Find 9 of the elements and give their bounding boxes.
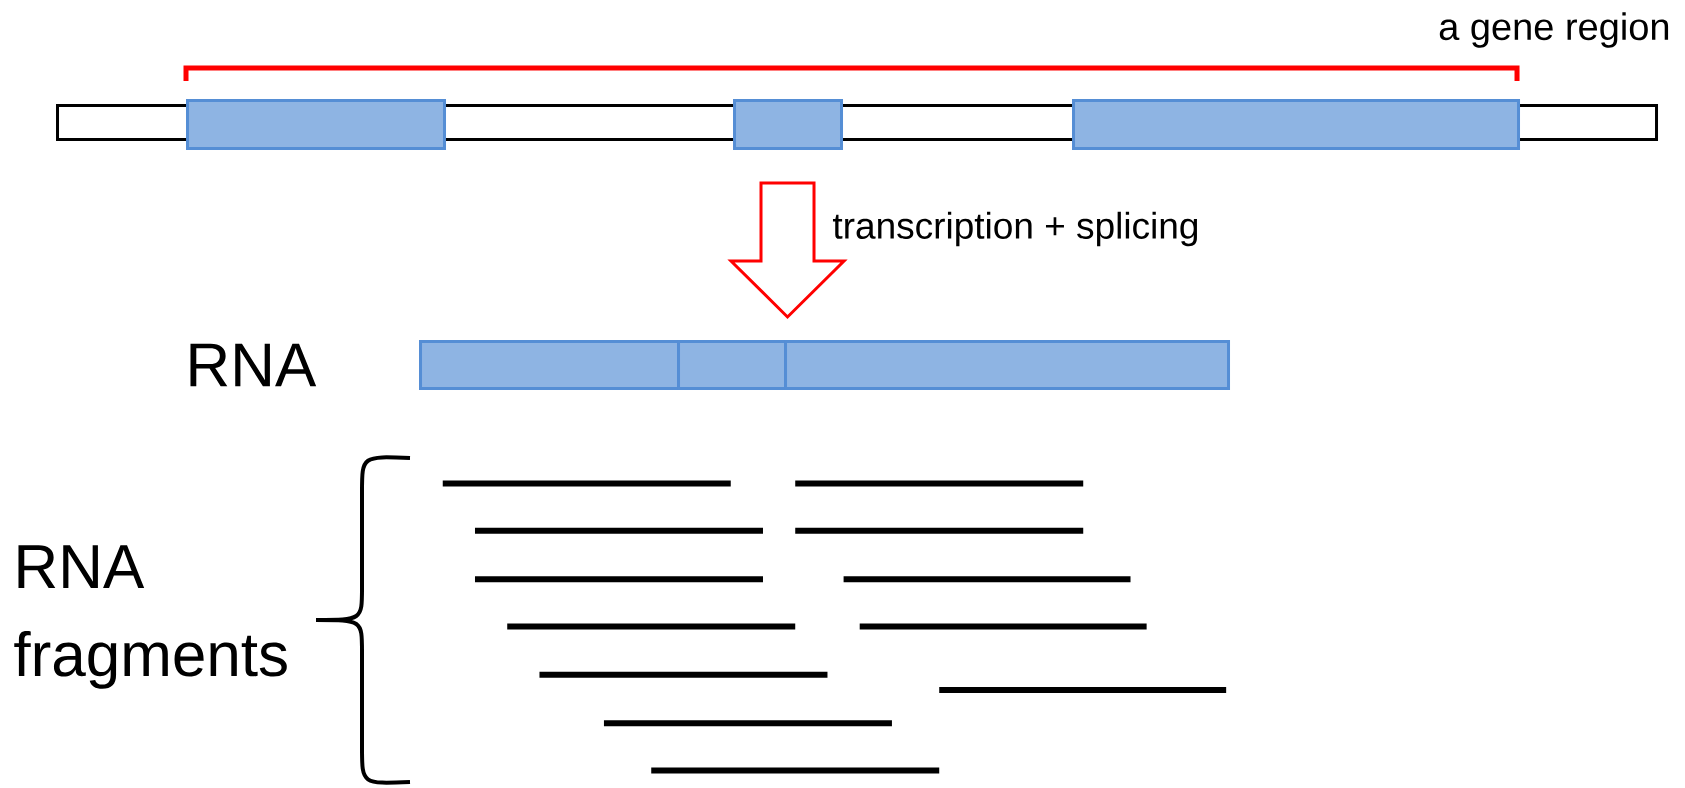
edge-label: transcription + splicing (833, 211, 1198, 247)
fragments-label: RNA fragments (14, 545, 287, 689)
block-arrow (727, 181, 848, 320)
rna-segment-box (677, 340, 787, 390)
region-label: a gene region (1439, 12, 1669, 48)
rna-label: RNA (190, 343, 317, 387)
exon-box (186, 99, 446, 150)
exon-box (1072, 99, 1520, 150)
exon-box (733, 99, 843, 150)
